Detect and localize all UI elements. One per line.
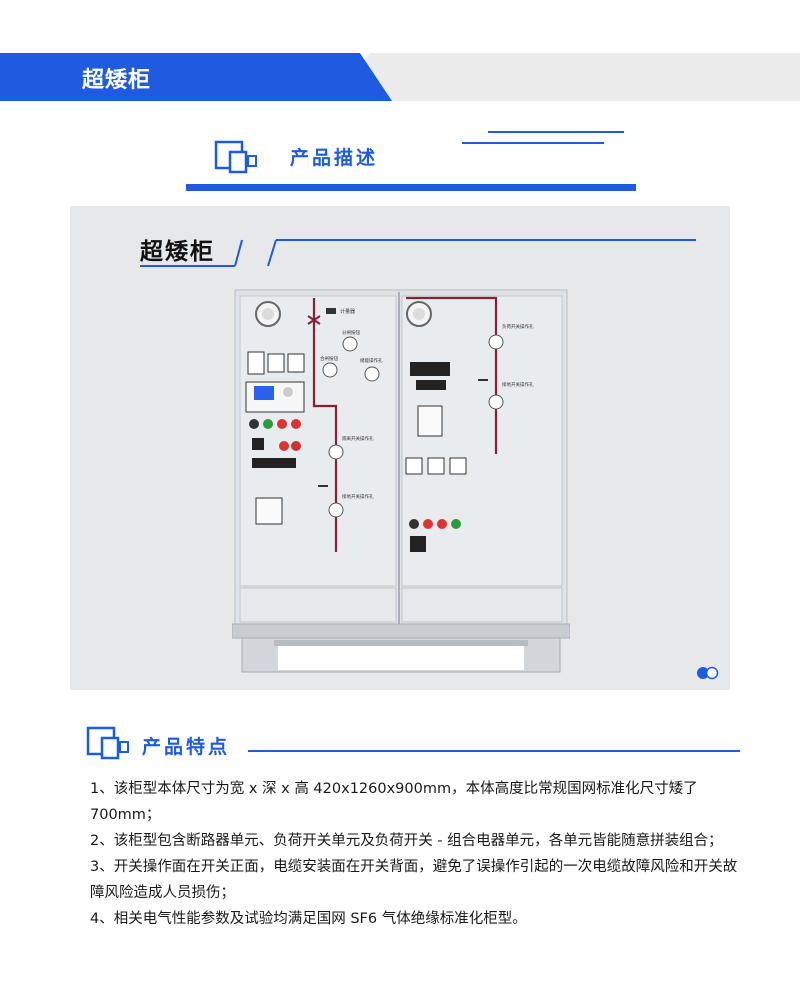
cabinet-label: 接地开关操作孔 — [342, 493, 374, 500]
feature-list: 1、该柜型本体尺寸为宽 x 深 x 高 420x1260x900mm，本体高度比… — [90, 776, 750, 932]
panel-title-decor — [140, 239, 696, 267]
cabinet-label: 储能操作孔 — [360, 357, 383, 364]
feature-item: 1、该柜型本体尺寸为宽 x 深 x 高 420x1260x900mm，本体高度比… — [90, 781, 698, 823]
cabinet-label: 计量器 — [340, 308, 355, 315]
cabinet-label: 接地开关操作孔 — [502, 381, 534, 388]
cabinet-label: 分闸按钮 — [342, 329, 360, 336]
feature-item: 3、开关操作面在开关正面，电缆安装面在开关背面，避免了误操作引起的一次电缆故障风… — [90, 859, 738, 901]
decor-bar — [186, 184, 636, 191]
decor-line — [248, 750, 740, 752]
features-title: 产品特点 — [142, 736, 231, 758]
decor-line — [488, 131, 624, 133]
cabinet-label: 负荷开关操作孔 — [502, 323, 534, 330]
carousel-dots[interactable] — [696, 666, 720, 680]
cabinet-label: 合闸按钮 — [320, 355, 338, 362]
banner — [0, 53, 392, 101]
banner-background — [330, 53, 800, 101]
description-title: 产品描述 — [290, 147, 379, 169]
decor-line — [462, 142, 604, 144]
panel-title: 超矮柜 — [140, 239, 215, 265]
squares-icon — [86, 726, 129, 760]
feature-item: 2、该柜型包含断路器单元、负荷开关单元及负荷开关 - 组合电器单元，各单元皆能随… — [90, 833, 723, 849]
banner-title: 超矮柜 — [82, 68, 152, 93]
cabinet-illustration: 计量器 分闸按钮 合闸按钮 储能操作孔 隔离开关操作孔 接地开关操作孔 负荷开关… — [232, 289, 570, 673]
squares-icon — [214, 140, 257, 174]
cabinet-label: 隔离开关操作孔 — [342, 435, 374, 442]
feature-item: 4、相关电气性能参数及试验均满足国网 SF6 气体绝缘标准化柜型。 — [90, 911, 527, 927]
